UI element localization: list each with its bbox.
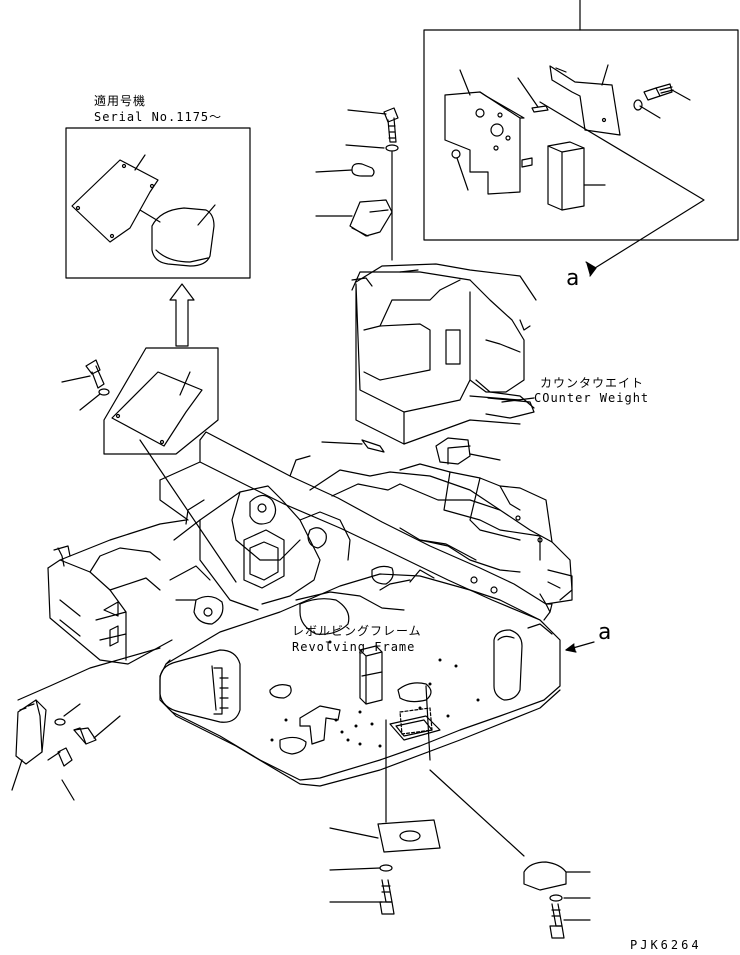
- revolving-frame: [48, 432, 572, 786]
- detail-a-box: [424, 0, 738, 276]
- counterweight-label-japanese: カウンタウエイト: [540, 376, 645, 390]
- right-a-arrow: [566, 642, 594, 652]
- left-cover-parts: [12, 648, 160, 800]
- inset-plate: [62, 348, 236, 582]
- counterweight-label-english: COunter Weight: [534, 391, 650, 405]
- counterweight-assembly: [316, 108, 536, 464]
- serial-note-english: Serial No.1175～: [94, 110, 223, 124]
- serial-box: [66, 128, 250, 278]
- drawing-code: PJK6264: [630, 938, 702, 952]
- revolving-frame-label-japanese: レボルビングフレーム: [292, 624, 422, 638]
- up-arrow: [170, 284, 194, 346]
- revolving-frame-label-english: Revolving Frame: [292, 640, 416, 654]
- serial-note-japanese: 適用号機: [94, 94, 147, 108]
- bottom-parts: [330, 708, 590, 938]
- detail-ref-a-upper: a: [566, 266, 580, 291]
- detail-ref-a-right: a: [598, 620, 612, 645]
